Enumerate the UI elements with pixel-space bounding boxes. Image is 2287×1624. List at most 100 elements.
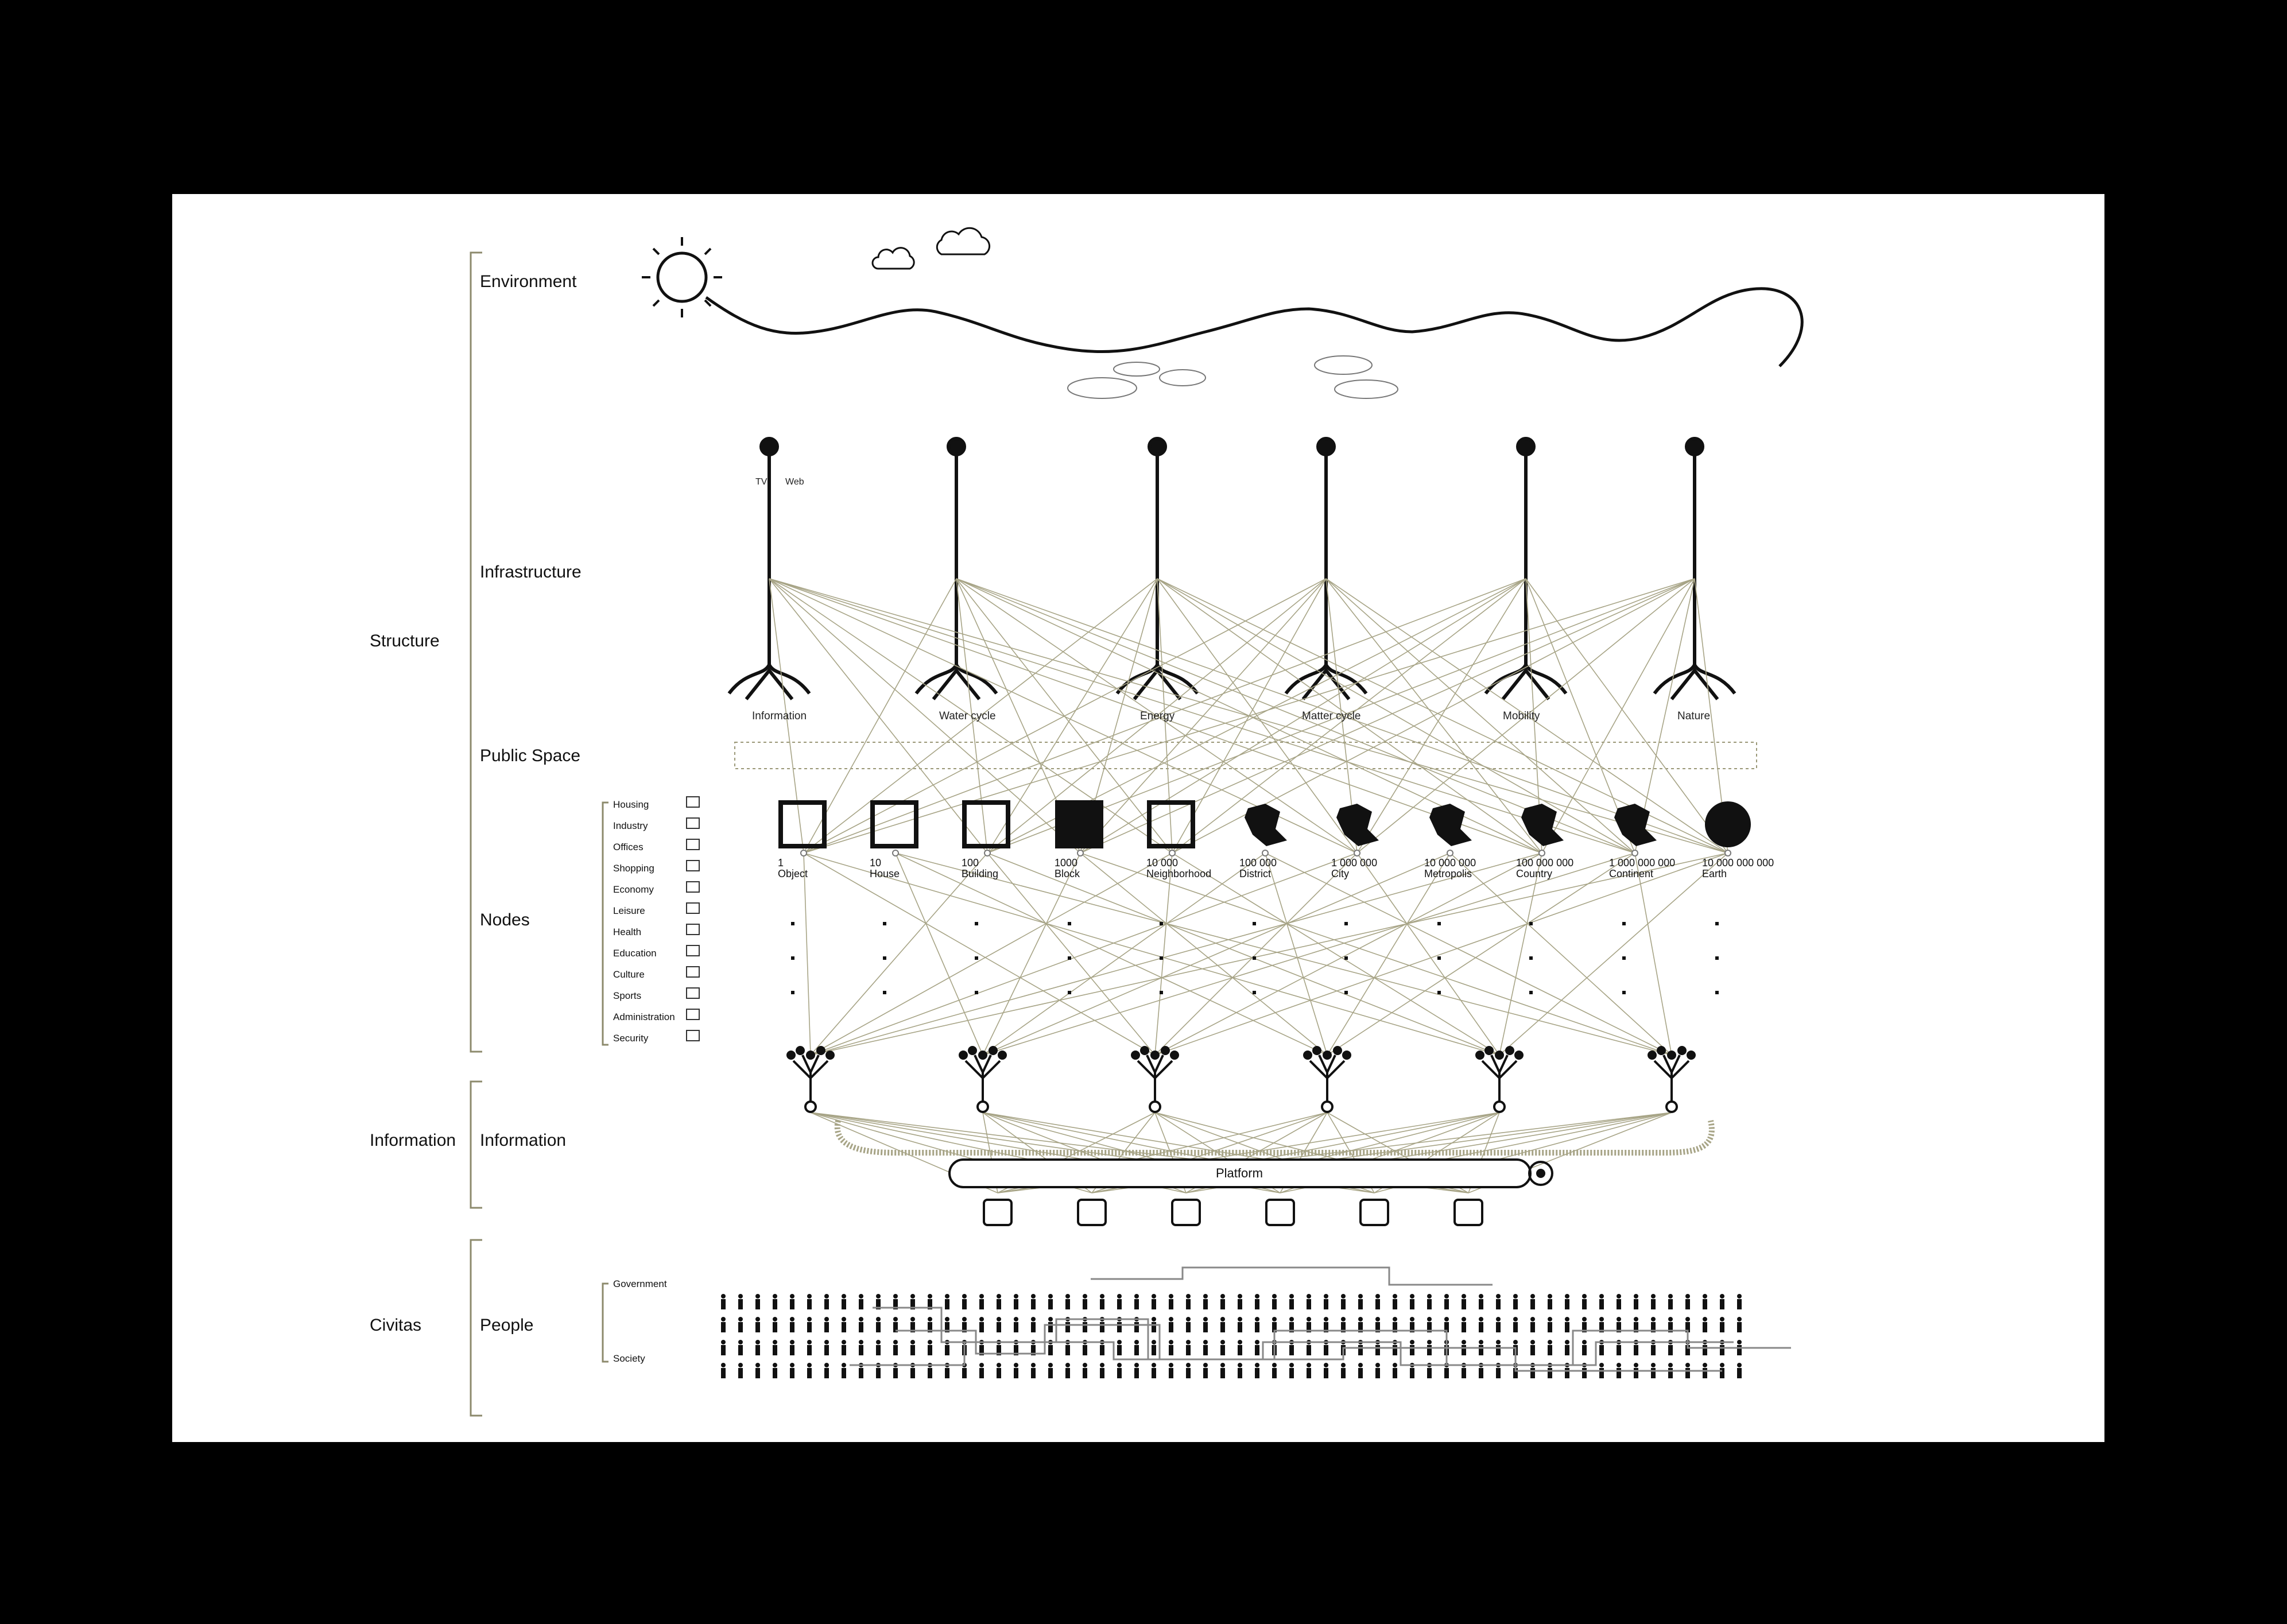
section-label-information: Information (370, 1132, 456, 1149)
category-icon (687, 1030, 699, 1041)
scale-value: 100 000 000 (1516, 858, 1573, 869)
node-category-administration: Administration (613, 1012, 675, 1022)
node-category-housing: Housing (613, 800, 649, 809)
information-tree-icon (788, 1047, 834, 1112)
information-tree-icon (1649, 1047, 1695, 1112)
scale-name: Neighborhood (1146, 869, 1211, 879)
scale-name: Object (778, 869, 808, 879)
scale-value: 1 000 000 (1331, 858, 1377, 869)
infra-label-nature: Nature (1677, 711, 1710, 722)
infra-label-mobility: Mobility (1503, 711, 1540, 722)
category-icon (687, 1009, 699, 1020)
infra-label-web: Web (785, 478, 804, 487)
node-category-education: Education (613, 948, 657, 958)
information-trees (788, 1047, 1695, 1112)
scale-name: Continent (1609, 869, 1675, 879)
subsection-label-people: People (480, 1317, 533, 1334)
terrain-line (706, 289, 1802, 366)
scale-icon-object (781, 803, 824, 846)
diagram-sheet: Structure Information Civitas Environmen… (172, 194, 2104, 1442)
information-tree-icon (1132, 1047, 1178, 1112)
category-icon (687, 882, 699, 892)
public-space-band (735, 742, 1757, 769)
information-tree-icon (1476, 1047, 1522, 1112)
scale-name: Country (1516, 869, 1573, 879)
scale-label: 10 000 000 000Earth (1702, 858, 1774, 879)
scale-icon-earth (1705, 801, 1751, 847)
subsection-label-environment: Environment (480, 273, 576, 290)
service-icon (1078, 1200, 1106, 1225)
service-icon (1172, 1200, 1200, 1225)
infra-label-water-cycle: Water cycle (939, 711, 996, 722)
scale-value: 100 000 (1239, 858, 1277, 869)
scale-icon-city (1336, 804, 1379, 846)
infra-label-matter-cycle: Matter cycle (1302, 711, 1360, 722)
service-icon (1266, 1200, 1294, 1225)
node-category-industry: Industry (613, 821, 648, 831)
category-icon (687, 818, 699, 828)
infra-label-tv: TV (755, 478, 767, 487)
scale-label: 100Building (962, 858, 998, 879)
scale-icon-metropolis (1429, 804, 1472, 846)
scale-icon-block (1057, 803, 1101, 846)
category-icon (687, 967, 699, 977)
cloud-icon (873, 248, 914, 269)
scale-value: 1 (778, 858, 808, 869)
platform-service-icons (984, 1200, 1482, 1225)
category-icon (687, 797, 699, 807)
people-group-government: Government (613, 1279, 667, 1289)
scale-value: 10 000 000 (1424, 858, 1476, 869)
scale-label: 10 000Neighborhood (1146, 858, 1211, 879)
urban-system-diagram (172, 194, 2104, 1442)
people-network (850, 1268, 1791, 1371)
scale-icon-district (1245, 804, 1287, 846)
section-brackets (471, 253, 608, 1416)
category-icon (687, 924, 699, 935)
service-icon (1360, 1200, 1388, 1225)
scale-label: 10House (870, 858, 900, 879)
infra-column-icon (916, 439, 997, 699)
scale-label: 10 000 000Metropolis (1424, 858, 1476, 879)
platform-label: Platform (1216, 1167, 1263, 1180)
subsection-label-nodes: Nodes (480, 912, 530, 929)
information-tree-icon (960, 1047, 1006, 1112)
scale-name: City (1331, 869, 1377, 879)
category-icon (687, 839, 699, 850)
scale-value: 100 (962, 858, 998, 869)
people-group-society: Society (613, 1354, 645, 1363)
scale-name: District (1239, 869, 1277, 879)
sun-icon (658, 253, 706, 301)
infra-column-icon (1486, 439, 1566, 699)
scale-label: 1 000 000 000Continent (1609, 858, 1675, 879)
category-icon (687, 945, 699, 956)
cloud-icon (937, 228, 989, 254)
scale-value: 1000 (1055, 858, 1080, 869)
subsection-label-information: Information (480, 1132, 566, 1149)
infra-label-energy: Energy (1140, 711, 1174, 722)
node-category-economy: Economy (613, 885, 654, 894)
scale-name: Building (962, 869, 998, 879)
node-category-security: Security (613, 1033, 648, 1043)
scale-name: House (870, 869, 900, 879)
node-category-health: Health (613, 927, 641, 937)
subsection-label-public-space: Public Space (480, 747, 580, 765)
network-links (769, 579, 1728, 1193)
information-tree-icon (1304, 1047, 1350, 1112)
section-label-structure: Structure (370, 633, 440, 650)
scale-name: Block (1055, 869, 1080, 879)
service-icon (984, 1200, 1011, 1225)
service-icon (1455, 1200, 1482, 1225)
scale-value: 10 000 (1146, 858, 1211, 869)
subsection-label-infrastructure: Infrastructure (480, 564, 582, 581)
node-category-culture: Culture (613, 970, 645, 979)
scale-label: 1000Block (1055, 858, 1080, 879)
scale-label: 1Object (778, 858, 808, 879)
scale-label: 100 000 000Country (1516, 858, 1573, 879)
category-icon (687, 988, 699, 998)
scale-value: 10 (870, 858, 900, 869)
scale-name: Earth (1702, 869, 1774, 879)
scale-name: Metropolis (1424, 869, 1476, 879)
scale-value: 10 000 000 000 (1702, 858, 1774, 869)
infrastructure-icons (729, 439, 1735, 699)
node-category-offices: Offices (613, 842, 644, 852)
